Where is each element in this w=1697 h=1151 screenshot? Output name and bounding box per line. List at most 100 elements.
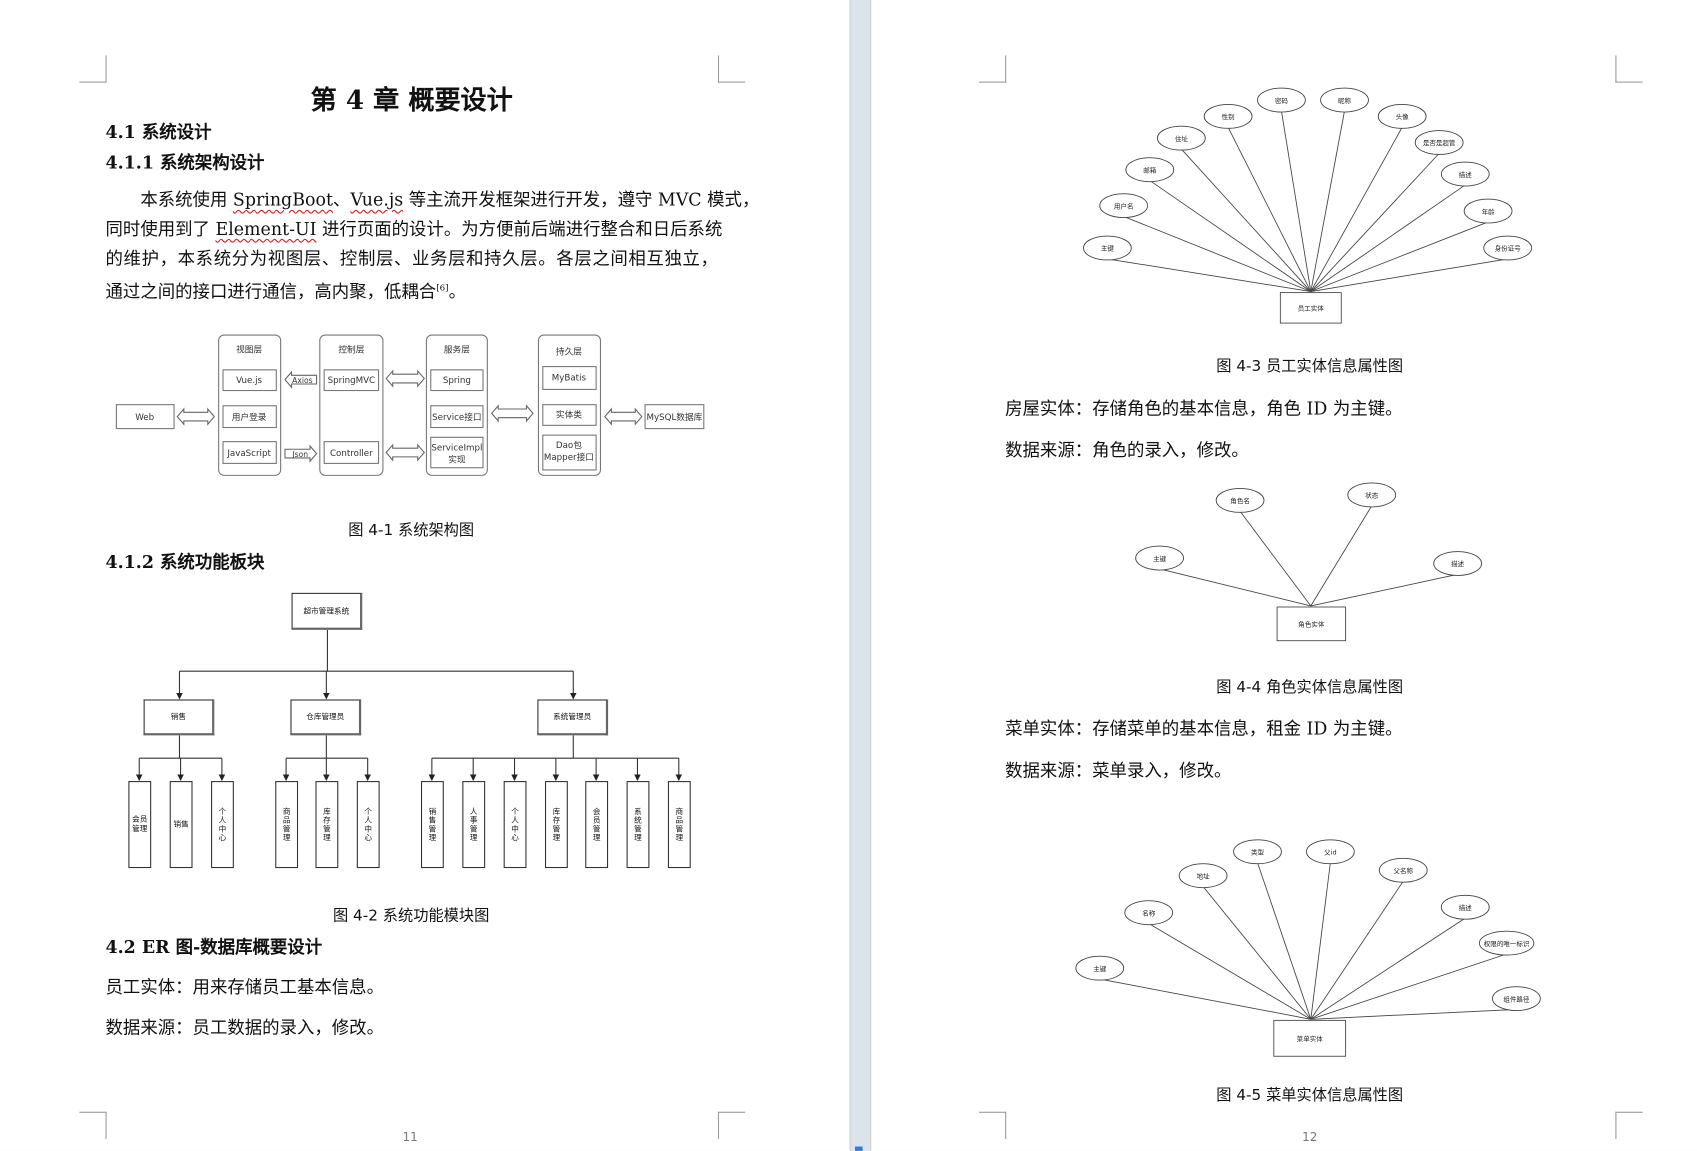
org-leaf-box: 库存管理 — [544, 781, 568, 869]
relationship-line — [1310, 184, 1466, 292]
org-leaf-box: 销售 — [169, 781, 193, 869]
paragraph-line: 本系统使用 SpringBoot、Vue.js 等主流开发框架进行开发，遵守 M… — [106, 185, 759, 214]
relationship-line — [1123, 216, 1311, 292]
service-item: ServiceImpl — [431, 443, 482, 453]
text: 本系统使用 — [140, 189, 233, 210]
axios-label: Axios — [292, 376, 312, 385]
attribute-ellipse — [1440, 161, 1490, 187]
attribute-label: 地址 — [1197, 871, 1211, 880]
architecture-diagram: Web 视图层 Vue.js 用户登录 JavaScript Axios Jso… — [115, 334, 705, 782]
attribute-ellipse — [1347, 482, 1397, 508]
attribute-ellipse — [1414, 130, 1464, 155]
heading-4-1-1: 4.1.1 系统架构设计 — [105, 152, 265, 173]
spellcheck-word: Element-UI — [215, 218, 317, 240]
menu-entity-description: 菜单实体：存储菜单的基本信息，租金 ID 为主键。 — [1005, 717, 1403, 739]
view-item-box — [222, 405, 277, 429]
heading-4-1-2: 4.1.2 系统功能板块 — [105, 551, 265, 573]
view-item-box — [222, 369, 277, 392]
entity-box — [1273, 1019, 1347, 1057]
org-level2-box: 销售 — [143, 699, 215, 736]
margin-corner-mark — [1615, 1111, 1643, 1139]
double-arrow — [490, 404, 534, 423]
margin-corner-mark — [979, 55, 1007, 83]
org-leaf-box: 个人中心 — [503, 781, 527, 869]
figure-caption-4-3: 图 4-3 员工实体信息属性图 — [1216, 357, 1404, 376]
double-arrow — [176, 407, 216, 426]
relationship-line — [1310, 127, 1403, 292]
relationship-line — [1310, 221, 1489, 292]
entity-label: 菜单实体 — [1297, 1034, 1324, 1043]
scroll-thumb[interactable] — [855, 1146, 863, 1151]
json-label: Json — [291, 450, 308, 459]
attribute-ellipse — [1378, 857, 1428, 883]
attribute-label: 状态 — [1365, 491, 1379, 500]
entity-box — [1279, 292, 1342, 324]
control-layer-title: 控制层 — [338, 343, 364, 355]
attribute-label: 描述 — [1459, 170, 1473, 179]
service-item: 实现 — [448, 453, 466, 465]
relationship-line — [1202, 886, 1312, 1020]
attribute-label: 年龄 — [1482, 207, 1496, 216]
control-item: Controller — [330, 449, 373, 459]
attribute-label: 头像 — [1396, 112, 1410, 121]
citation-ref[interactable]: [6] — [436, 282, 449, 293]
attribute-label: 用户名 — [1114, 201, 1134, 210]
page-gap-scrollbar[interactable] — [849, 0, 872, 1151]
attribute-label: 密码 — [1275, 96, 1289, 105]
attribute-ellipse — [1440, 894, 1490, 920]
relationship-line — [1310, 953, 1507, 1020]
view-item: JavaScript — [226, 449, 271, 459]
margin-corner-mark — [717, 1111, 746, 1139]
attribute-ellipse — [1478, 930, 1535, 956]
text: 、 — [332, 189, 351, 210]
attribute-ellipse — [1099, 193, 1149, 218]
spellcheck-word: SpringBoot — [232, 189, 333, 210]
text: 进行页面的设计。为方便前后端进行整合和日后系统 — [316, 218, 723, 240]
persist-item: MyBatis — [552, 374, 587, 384]
view-item: 用户登录 — [232, 411, 267, 423]
control-item-box — [323, 369, 380, 392]
org-leaf-box: 商品管理 — [667, 781, 691, 869]
relationship-line — [1310, 1009, 1517, 1020]
page-number: 12 — [1302, 1130, 1318, 1145]
relationship-line — [1280, 110, 1312, 292]
org-leaf-box: 商品管理 — [275, 781, 299, 869]
attribute-label: 昵称 — [1338, 96, 1352, 105]
er-diagram-menu: 主键名称地址类型父id父名称描述权限的唯一标识组件路径菜单实体 — [1075, 839, 1541, 1057]
service-item-box — [430, 369, 484, 392]
figure-caption-4-2: 图 4-2 系统功能模块图 — [332, 907, 490, 925]
persist-item: Mapper接口 — [544, 451, 594, 463]
relationship-line — [1310, 880, 1404, 1020]
mysql-label: MySQL数据库 — [646, 411, 702, 423]
attribute-label: 角色名 — [1230, 496, 1250, 505]
arrow-right — [284, 444, 318, 463]
attribute-label: 权限的唯一标识 — [1484, 939, 1530, 948]
role-entity-description: 房屋实体：存储角色的基本信息，角色 ID 为主键。 — [1005, 398, 1403, 419]
attribute-ellipse — [1075, 955, 1125, 981]
relationship-line — [1099, 978, 1311, 1020]
org-leaf-box: 人事管理 — [462, 781, 486, 869]
attribute-label: 主键 — [1101, 244, 1115, 253]
attribute-label: 是否是超管 — [1423, 138, 1456, 147]
attribute-ellipse — [1125, 157, 1175, 183]
attribute-label: 父id — [1324, 848, 1336, 856]
employee-data-source: 数据来源：员工数据的录入，修改。 — [105, 1017, 385, 1038]
er-diagram-employee: 主键用户名邮箱住址性别密码昵称头像是否是超管描述年龄身份证号员工实体 — [1083, 87, 1533, 324]
org-root-box: 超市管理系统 — [291, 592, 363, 630]
view-item-box — [222, 441, 277, 464]
paragraph-line: 的维护，本系统分为视图层、控制层、业务层和持久层。各层之间相互独立， — [105, 248, 718, 269]
page-number: 11 — [402, 1130, 418, 1145]
menu-data-source: 数据来源：菜单录入，修改。 — [1005, 760, 1232, 782]
service-layer-title: 服务层 — [444, 343, 470, 355]
relationship-line — [1107, 258, 1311, 292]
relationship-line — [1239, 511, 1312, 607]
attribute-ellipse — [1083, 235, 1132, 261]
attribute-ellipse — [1483, 235, 1533, 261]
persist-layer-title: 持久层 — [556, 346, 582, 358]
attribute-label: 主键 — [1093, 964, 1107, 973]
org-leaf-box: 会员管理 — [128, 781, 152, 869]
control-item-box — [323, 441, 380, 464]
relationship-line — [1181, 148, 1312, 292]
paragraph-line: 同时使用到了 Element-UI 进行页面的设计。为方便前后端进行整合和日后系… — [106, 214, 723, 243]
role-data-source: 数据来源：角色的录入，修改。 — [1005, 439, 1249, 461]
